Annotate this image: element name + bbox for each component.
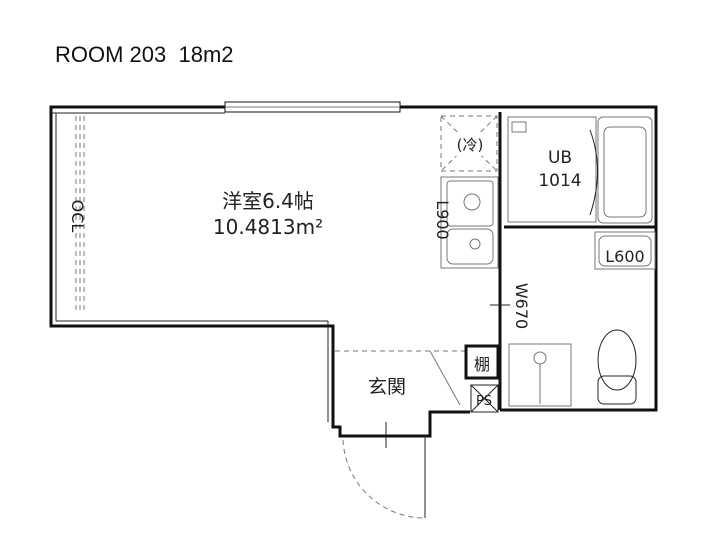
washer-pan xyxy=(508,343,572,407)
ps-cross xyxy=(470,384,499,413)
washer-drain xyxy=(533,351,547,365)
kitchen-label: L900 xyxy=(433,200,452,239)
shoe-box-line xyxy=(429,350,461,406)
room-area: 10.4813m² xyxy=(213,215,323,239)
stove xyxy=(446,180,494,227)
outer-wall xyxy=(49,105,470,438)
burner xyxy=(463,193,481,211)
toilet-tank xyxy=(597,375,637,405)
bath-fixture xyxy=(511,121,527,133)
entrance-label: 玄関 xyxy=(368,376,406,398)
fridge-label-bg xyxy=(452,132,488,156)
bath-size: 1014 xyxy=(538,171,581,191)
bathtub xyxy=(597,116,653,224)
bathtub-inner xyxy=(603,126,647,218)
plan-title: ROOM 203 18m2 xyxy=(55,42,234,67)
ps-label: PS xyxy=(476,394,492,409)
shelf-label: 棚 xyxy=(474,355,490,374)
washbasin-label: L600 xyxy=(605,247,644,266)
washbasin-bowl xyxy=(598,235,652,267)
toilet-bowl xyxy=(597,329,637,391)
sink xyxy=(446,228,494,265)
bath-door-arc xyxy=(589,129,598,216)
washbasin xyxy=(594,231,656,270)
faucet xyxy=(469,238,481,250)
room-name: 洋室6.4帖 xyxy=(222,189,314,213)
outer-wall-right xyxy=(400,105,658,412)
bath-label: UB xyxy=(548,148,572,168)
pipe-space xyxy=(470,384,499,413)
kitchen-counter xyxy=(440,176,499,269)
washer-label: W670 xyxy=(512,283,531,329)
fridge-label: (冷) xyxy=(457,136,484,154)
closet-label: OCL xyxy=(68,200,87,233)
bath-floor xyxy=(507,116,597,223)
entrance-door-swing xyxy=(342,439,426,519)
shelf xyxy=(464,344,500,380)
refrigerator-space xyxy=(440,115,498,172)
